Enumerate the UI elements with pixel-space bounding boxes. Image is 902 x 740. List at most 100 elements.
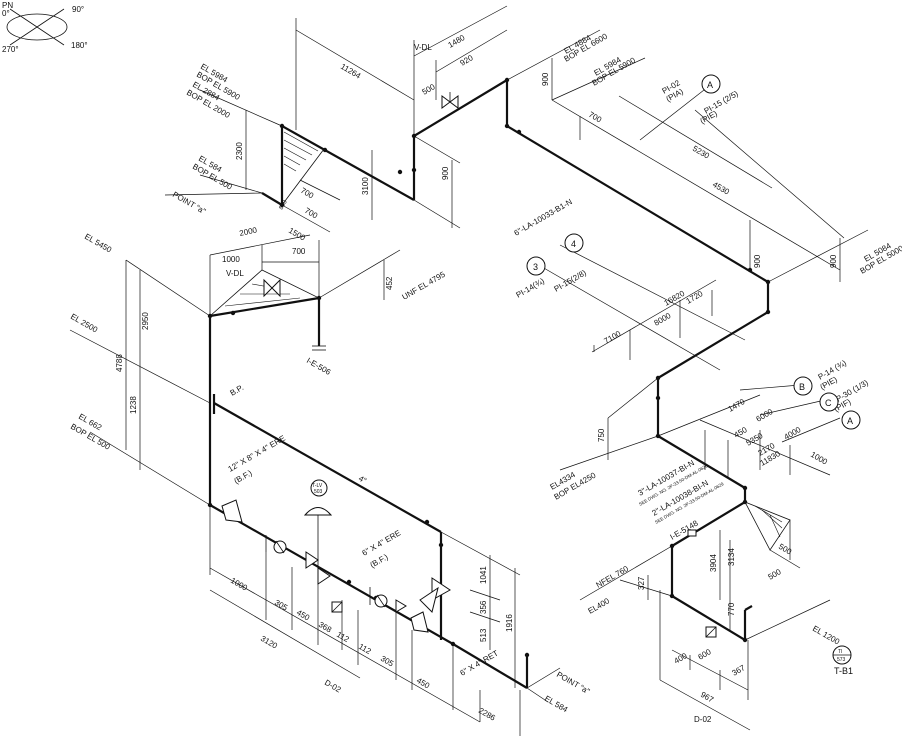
control-valve-icon: T-LV 503 (303, 479, 333, 560)
dim-500a: 500 (421, 82, 438, 97)
dim-900a: 900 (541, 72, 550, 86)
valves-fittings: T-LV 503 (212, 92, 852, 665)
gate-valve-icon (263, 278, 281, 298)
dim-700d: 700 (292, 247, 306, 256)
dim-770: 770 (727, 602, 736, 616)
dim-450a: 450 (733, 425, 750, 440)
dim-1000c: 1000 (229, 576, 249, 593)
bubble-b: B (799, 382, 805, 392)
el-400: EL400 (587, 596, 612, 616)
dim-1916: 1916 (505, 614, 514, 632)
dim-2950: 2950 (141, 312, 150, 330)
dim-600: 600 (697, 647, 714, 662)
pipe-size-4in: 4" (357, 474, 368, 486)
dim-112a: 112 (335, 630, 351, 644)
flange-icon (312, 345, 326, 351)
compass-90-label: 90° (72, 5, 84, 14)
dim-305b: 305 (379, 654, 396, 669)
el-1200: EL 1200 (811, 624, 842, 647)
dim-500c: 500 (767, 567, 784, 582)
point-a-label-right: POINT "a" (555, 670, 591, 696)
dim-1480: 1480 (447, 33, 467, 50)
dimension-labels: 11264 1480 920 500 900 700 5230 4530 900… (115, 33, 838, 723)
instrument-box-icon (331, 601, 343, 613)
temperature-indicator-icon: TI 573 (832, 645, 852, 665)
reducer-icon (221, 499, 243, 523)
dim-1720: 1720 (685, 289, 705, 306)
gate-valve-icon (441, 92, 459, 109)
dim-356: 356 (479, 600, 488, 614)
vdl-label-top: V-DL (414, 43, 432, 52)
dim-450b: 450 (295, 608, 312, 623)
compass-180-label: 180° (71, 41, 88, 50)
nfel-760: NFEL 760 (595, 564, 631, 590)
north-compass: PN 0° 90° 180° 270° (2, 1, 88, 54)
bubble-4: 4 (571, 239, 576, 249)
dimension-lines (69, 5, 869, 736)
pi15b-tag: PI-15(2/8) (553, 268, 589, 294)
tlv-tag: T-LV (312, 483, 323, 489)
dim-500b: 500 (777, 542, 794, 557)
bubble-a-top: A (707, 80, 713, 90)
ball-valve-icon (265, 535, 287, 554)
dim-6000: 6000 (755, 407, 775, 424)
bubble-3: 3 (533, 262, 538, 272)
dim-2300: 2300 (235, 142, 244, 160)
ti-number: 573 (837, 657, 846, 663)
dim-967: 967 (699, 690, 716, 705)
dim-327: 327 (637, 576, 646, 590)
annotation-labels: V-DL V-DL POINT "a" POINT "a" 6"-LA-1003… (171, 43, 870, 724)
reducer-6x4-label: 6" X 4" ERE (361, 528, 403, 557)
flange-icon (687, 529, 697, 537)
dim-112b: 112 (357, 642, 373, 656)
dim-452: 452 (385, 276, 394, 290)
dim-368: 368 (317, 620, 334, 635)
dim-1000b: 1000 (809, 450, 829, 467)
gate-valve-icon (305, 551, 331, 585)
dim-3100: 3100 (361, 177, 370, 195)
hatched-elbow-markers (208, 125, 791, 551)
dim-4530: 4530 (711, 180, 731, 197)
reducer-bf-label-2: (B.F.) (369, 552, 390, 570)
dim-900c: 900 (441, 166, 450, 180)
ball-valve-icon (369, 587, 388, 608)
dim-16820: 16820 (663, 289, 687, 308)
compass-0-label: 0° (2, 9, 10, 18)
dim-750: 750 (597, 428, 606, 442)
instrument-box-icon (705, 626, 717, 638)
compass-north-label: PN (2, 1, 13, 10)
compass-270-label: 270° (2, 45, 19, 54)
dim-700b: 700 (299, 186, 316, 201)
d02-label-left: D-02 (323, 678, 343, 695)
dim-367: 367 (731, 663, 748, 678)
reducer-12x8x4-label: 12" X 8" X 4" ERE (227, 434, 287, 474)
dim-400: 400 (673, 651, 690, 666)
tlv-number: 503 (314, 489, 323, 495)
ret-label: 6" X 4" RET (459, 649, 500, 678)
pie-tag-1: (PIE) (699, 109, 720, 126)
unf-4795: UNF EL 4795 (401, 270, 448, 302)
reducer-icon (410, 611, 429, 633)
p30-tag: P-30 (1/3) (835, 378, 871, 404)
d02-label-right: D-02 (694, 715, 712, 724)
dim-1500: 1500 (287, 226, 307, 243)
pi14a-tag: PI-14(¾) (515, 276, 547, 300)
line-number-6in: 6"-LA-10033-B1-N (513, 197, 574, 238)
dim-3134: 3134 (727, 548, 736, 566)
dim-4788: 4788 (115, 354, 124, 372)
dim-305a: 305 (273, 598, 290, 613)
reference-bubbles: A 4 3 B C A (526, 74, 861, 430)
dim-1000a: 1000 (222, 255, 240, 264)
dim-2000: 2000 (239, 225, 259, 238)
dim-900d: 900 (753, 254, 762, 268)
dim-4000: 4000 (783, 425, 803, 442)
ie-506-label: I-E-506 (305, 356, 333, 377)
bubble-a-right: A (847, 416, 853, 426)
dim-11264: 11264 (339, 62, 363, 81)
point-a-label-left: POINT "a" (171, 190, 207, 216)
dim-1041: 1041 (479, 566, 488, 584)
dim-513: 513 (479, 628, 488, 642)
dim-1470: 1470 (727, 397, 747, 414)
tb1-label: T-B1 (834, 666, 853, 676)
